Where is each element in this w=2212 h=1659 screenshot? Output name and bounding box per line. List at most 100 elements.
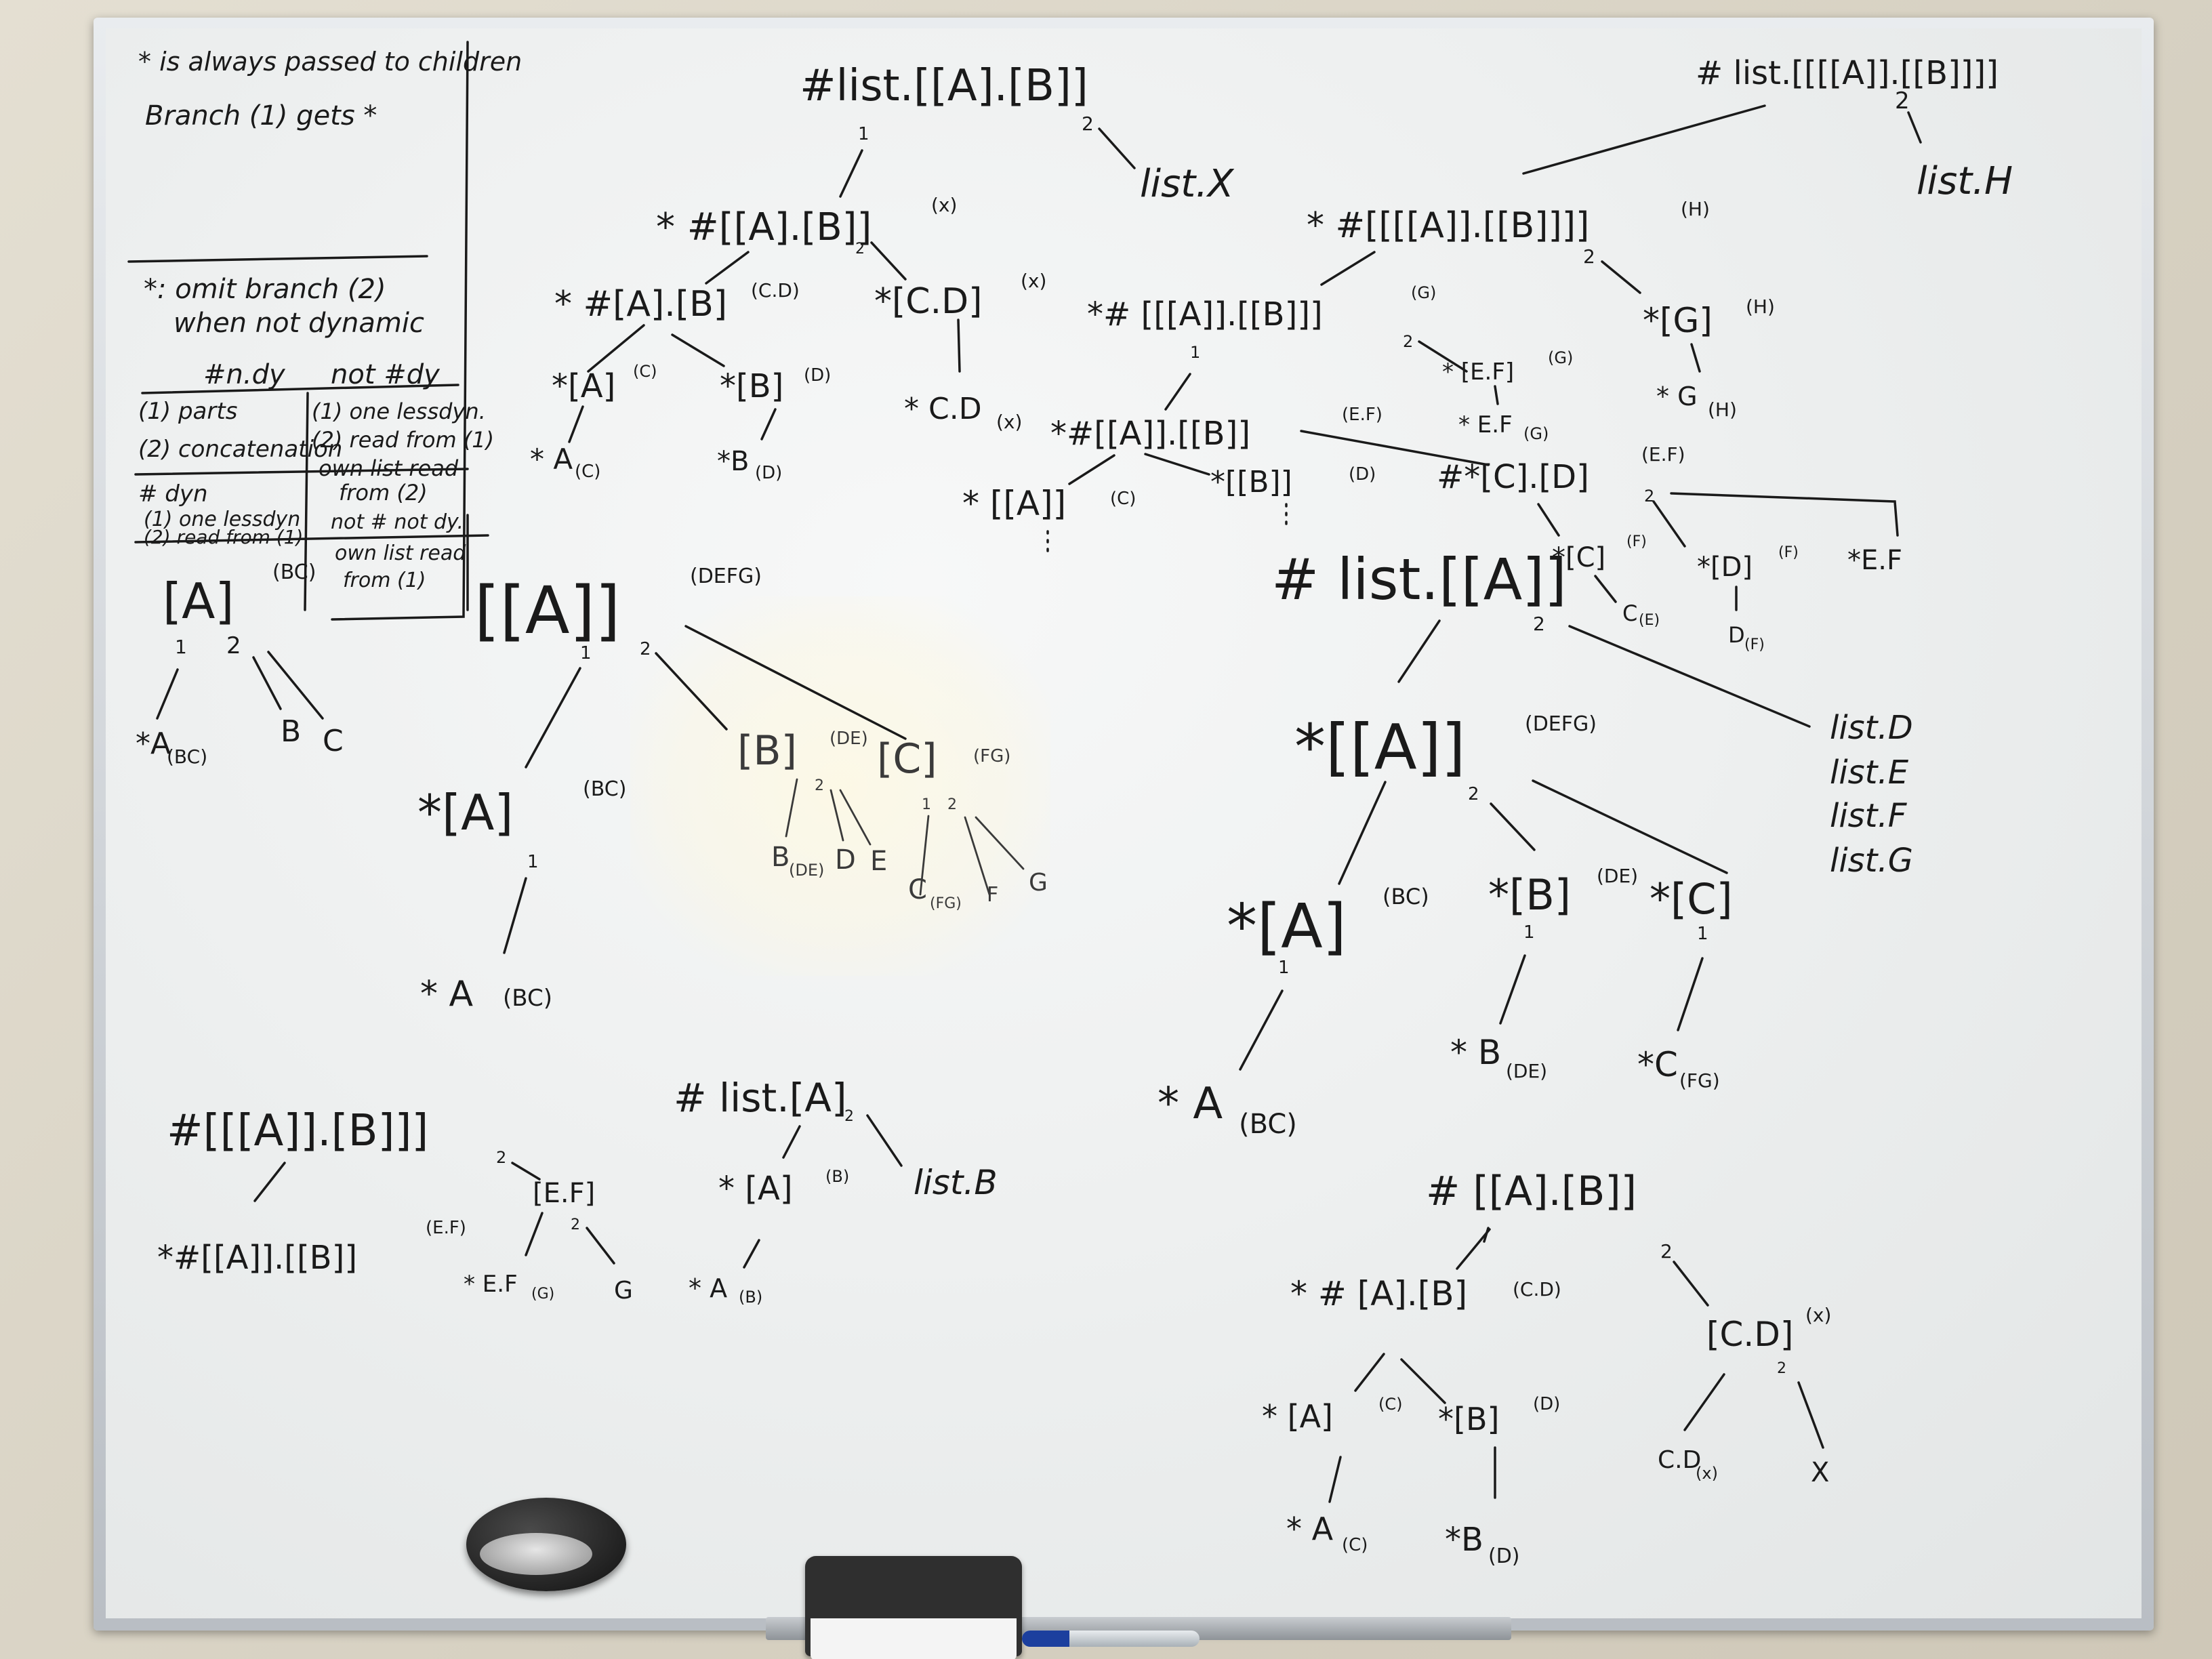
tree-d-edge-left [1522,104,1766,175]
tree-c-b2: 2 [1082,112,1094,135]
notdyn-row-1: (1) one lessdyn. [312,398,486,424]
tree-c-n1: * #[[A].[B]] [656,205,872,249]
tree-e-n2: *[A] [1227,891,1347,962]
tree-h-n3-edge [1328,1456,1342,1503]
tree-d-n6-b: 2 [1644,487,1654,506]
tree-d-n3-leaf-sub: (H) [1708,398,1737,421]
tree-d-edge-right [1907,111,1922,144]
table-col-dyn: #n.dy [203,359,286,390]
tree-d-n7-sup: (C) [1110,489,1136,509]
tree-h-n2-b: 2 [1777,1360,1786,1377]
tree-e-n1-sup: (DEFG) [1525,712,1597,736]
tree-h-edge-2 [1673,1261,1709,1307]
tree-b-n2-leaf-3: E [870,846,887,877]
tree-c-n1-b: 2 [855,241,865,258]
tree-b-b1: 1 [580,643,592,663]
tree-c-b1: 1 [858,124,869,144]
tree-c-n1-edge-2 [870,241,907,281]
hnotdyn-row-3: from (1) [343,569,426,592]
tree-b-n3-b2: 2 [947,796,957,813]
tree-d-n10: *[D] [1697,552,1753,583]
tree-a: [A] (BC) 1 2 *A (BC) B C [136,560,344,768]
tree-e-n4-b: 1 [1697,924,1708,944]
tree-e-n3-leaf-sub: (DE) [1506,1060,1547,1082]
magnet-grip [480,1533,592,1575]
notdyn-row-2: (2) read from (1) [312,427,494,453]
tree-d-n1-b: 2 [1583,245,1595,268]
tree-b-n3-leaf-1-sub: (FG) [930,895,962,912]
hdyn-row-2: (1) one lessdyn [144,508,300,531]
tree-a-edge-2 [252,656,282,710]
tree-d-n5: *#[[A]].[[B]] [1050,415,1250,453]
tree-f-b: 2 [496,1148,506,1167]
tree-b-n1-leaf: * A [420,974,474,1015]
tree-e-b: 2 [1533,613,1545,635]
tree-e-n2-leaf-sub: (BC) [1239,1109,1297,1140]
tree-f-edge-2 [511,1162,541,1181]
tree-b-n2-edge-2 [830,789,844,842]
tree-e-n3-b: 1 [1523,922,1535,943]
tree-a-root-sup: (BC) [272,560,316,584]
tree-f-n2-leaf-1-sub: (G) [531,1286,554,1303]
tree-h-n4-leaf: *B [1445,1521,1483,1559]
tree-b-n3: [C] [877,735,937,783]
tree-e-n4: *[C] [1650,874,1733,924]
tree-d-b: 2 [1895,87,1910,115]
tree-e-edge-2 [1568,625,1811,728]
tree-d-n4-leaf: * E.F [1458,411,1513,438]
tree-c: #list.[[A].[B]] 1 2 list.X * #[[A].[B]] … [530,61,1235,483]
tree-c-n4-sup: (C) [633,362,657,381]
tree-e-n2-edge [1239,989,1284,1071]
tree-h-n2-edge-2 [1797,1381,1824,1449]
tree-d: # list.[[[[A]].[[B]]]] 2 list.H * #[[[[A… [962,54,2013,653]
tree-d-n5-sup: (E.F) [1342,405,1382,425]
tree-h-n1-edge-2 [1400,1358,1446,1404]
tree-h-b2: 2 [1660,1240,1673,1263]
dyn-row-1: (1) parts [138,398,237,425]
table-row-line [134,468,469,476]
tree-d-n5-link [1300,430,1490,466]
tree-c-n5-edge [760,408,777,441]
tree-c-n2-edge-1 [587,324,645,373]
tree-d-n10-leaf: D [1728,622,1745,648]
tree-c-n3-sup: (x) [1021,270,1046,292]
tree-g-list-b: list.B [914,1163,998,1202]
tree-c-n3: *[C.D] [874,281,982,322]
tree-b-n3-edge-2 [964,816,991,896]
hdyn-row-3: (2) read from (1) [144,526,303,548]
tree-e-n3-edge [1499,954,1526,1025]
tree-c-n5-leaf: *B [717,446,749,477]
tree-c-n4: *[A] [552,367,615,405]
tree-h-n3-leaf-sub: (C) [1342,1535,1368,1555]
tree-d-n9-leaf-sub: (E) [1639,612,1660,629]
tree-d-n1-sup: (H) [1681,198,1710,220]
tree-c-n3-leaf-sub: (x) [996,411,1022,433]
tree-a-b2: 2 [226,632,241,659]
tree-h-n3-sup: (C) [1378,1395,1402,1414]
tree-f-n2-edge-1 [525,1212,544,1256]
tree-e-n4-leaf: *C [1637,1045,1678,1084]
tree-d-n1-edge-1 [1320,251,1376,286]
tree-e-list-1: list.E [1830,754,1909,792]
hnotdyn-row-2: own list read [335,541,466,565]
tree-d-n6-edge-3 [1670,492,1899,537]
tree-c-n4-leaf: * A [530,443,573,476]
tree-b-n1-leaf-sub: (BC) [503,985,552,1012]
tree-c-n3-edge [957,319,961,373]
tree-b-n2-b: 2 [815,777,824,794]
tree-g-root: # list.[A] [674,1075,847,1121]
tree-b-n1-edge [503,877,527,954]
tree-b-n2: [B] [737,727,797,775]
tree-f: #[[[A]].[B]]] 2 *#[[A]].[[B]] (E.F) [E.F… [157,1106,633,1305]
tree-c-n1-edge-1 [705,251,750,285]
tree-b-n1-sup: (BC) [583,777,626,801]
tree-e-n4-leaf-sub: (FG) [1679,1069,1720,1092]
dyn-row-2: (2) concatenation [138,436,342,463]
tree-c-n1-sup: (x) [931,194,957,216]
tree-h-n1: * # [A].[B] [1290,1274,1467,1313]
tree-d-n2-edge-1 [1164,373,1191,411]
tree-e-list-2: list.F [1830,797,1908,835]
tree-h-n4: *[B] [1438,1401,1499,1437]
tree-d-n3-edge [1690,343,1701,373]
